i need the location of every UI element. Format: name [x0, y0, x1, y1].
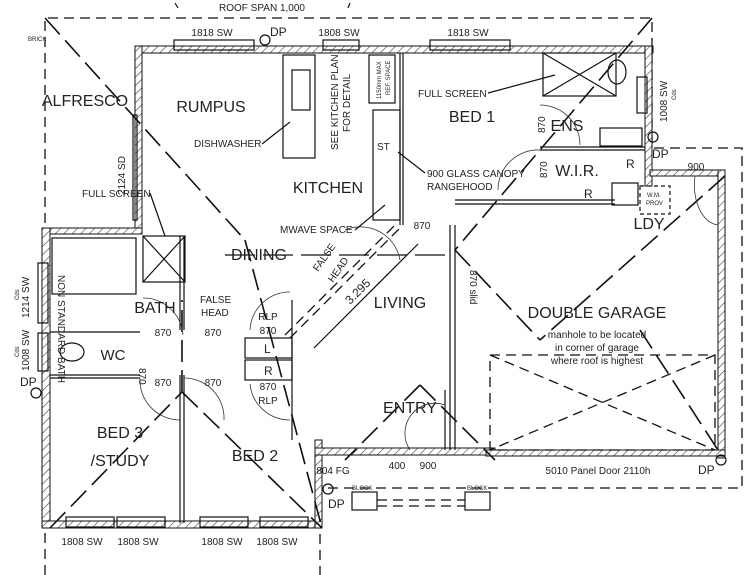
window-label: 1008 SW [21, 329, 32, 371]
window-label: Cds [672, 89, 678, 100]
full-screen-label: FULL SCREEN [418, 89, 487, 100]
room-bed1: BED 1 [449, 109, 495, 126]
rlp-label: RLP [258, 396, 278, 407]
window-label: 804 FG [316, 466, 350, 477]
ref-space-label: REF. SPACE [386, 60, 392, 95]
false-head-label: FALSE [200, 295, 231, 306]
dishwasher-label: DISHWASHER [194, 139, 261, 150]
downpipe-label: DP [270, 25, 287, 39]
rangehood-label: RANGEHOOD [427, 182, 493, 193]
door-width: 870 [155, 378, 172, 389]
window-label: Cds [15, 346, 21, 357]
sliding-door-label: 870 slid [467, 270, 478, 304]
robe-label: R [626, 157, 635, 171]
manhole-note: where roof is highest [550, 356, 643, 367]
room-ens: ENS [551, 118, 584, 135]
door-width: 870 [205, 378, 222, 389]
full-screen-label: FULL SCREEN [82, 189, 151, 200]
window-label: 1008 SW [659, 80, 670, 122]
downpipe-label: DP [20, 375, 37, 389]
wm-prov-label: W.M. [647, 193, 661, 199]
window-label: 1808 SW [256, 537, 298, 548]
door-swings [139, 104, 719, 451]
room-bed3: BED 3 [97, 425, 143, 442]
brick-label: BRICK [28, 37, 46, 43]
walls [41, 45, 726, 529]
see-kitchen-plan: SEE KITCHEN PLAN [330, 54, 341, 150]
false-head-label: HEAD [201, 308, 229, 319]
downpipe-label: DP [328, 497, 345, 511]
room-bed2: BED 2 [232, 448, 278, 465]
room-living: LIVING [374, 295, 426, 312]
room-double-garage: DOUBLE GARAGE [528, 305, 667, 322]
room-alfresco: ALFRESCO [42, 93, 128, 110]
roof-hip-lines [44, 17, 726, 529]
door-width: 870 [260, 382, 277, 393]
room-bath: BATH [134, 300, 175, 317]
room-wir: W.I.R. [555, 163, 599, 180]
window-label: 2124 SD [117, 156, 128, 195]
room-rumpus: RUMPUS [176, 99, 245, 116]
window-label: 1818 SW [447, 28, 489, 39]
room-wc: WC [101, 347, 126, 364]
robe-label: R [584, 187, 593, 201]
wm-prov-label: PROV [646, 201, 663, 207]
see-kitchen-detail: FOR DETAIL [342, 73, 353, 132]
roof-span-label: ROOF SPAN 1,000 [219, 3, 305, 14]
downpipe-label: DP [652, 147, 669, 161]
window-label: Cds [15, 289, 21, 300]
linen-label: L [264, 342, 271, 356]
room-kitchen: KITCHEN [293, 180, 363, 197]
robe-label: R [264, 364, 273, 378]
window-label: 1214 SW [21, 276, 32, 318]
door-width: 870 [414, 221, 431, 232]
block-label: BLOCK [352, 486, 372, 492]
windows [30, 34, 727, 528]
window-label: 1808 SW [201, 537, 243, 548]
door-width: 870 [136, 368, 147, 385]
non-standard-bath-label: NON STANDARD BATH [55, 275, 66, 383]
interior-walls [50, 52, 716, 523]
door-width: 900 [420, 461, 437, 472]
room-ldy: LDY [633, 216, 664, 233]
garage-door-label: 5010 Panel Door 2110h [546, 466, 651, 477]
downpipe-label: DP [698, 463, 715, 477]
mwave-label: MWAVE SPACE [280, 225, 353, 236]
door-width: 400 [389, 461, 406, 472]
ref-space-label: 1150mm MAX [377, 61, 383, 99]
room-bed3-study: /STUDY [91, 453, 150, 470]
window-label: 1808 SW [61, 537, 103, 548]
window-label: 1808 SW [318, 28, 360, 39]
manhole-note: manhole to be located [548, 330, 646, 341]
door-width: 870 [537, 116, 548, 133]
door-width: 870 [205, 328, 222, 339]
roof-outline [44, 2, 743, 575]
manhole-note: in corner of garage [555, 343, 639, 354]
stove-label: ST [377, 142, 390, 153]
room-dining: DINING [231, 247, 287, 264]
rlp-label: RLP [258, 312, 278, 323]
door-width: 870 [155, 328, 172, 339]
door-width: 870 [539, 161, 550, 178]
window-label: 1808 SW [117, 537, 159, 548]
rangehood-label: 900 GLASS CANOPY [427, 169, 525, 180]
door-width: 900 [688, 162, 705, 173]
window-label: 1818 SW [191, 28, 233, 39]
room-entry: ENTRY [383, 400, 437, 417]
door-width: 870 [260, 326, 277, 337]
block-label: BLOCK [467, 486, 487, 492]
